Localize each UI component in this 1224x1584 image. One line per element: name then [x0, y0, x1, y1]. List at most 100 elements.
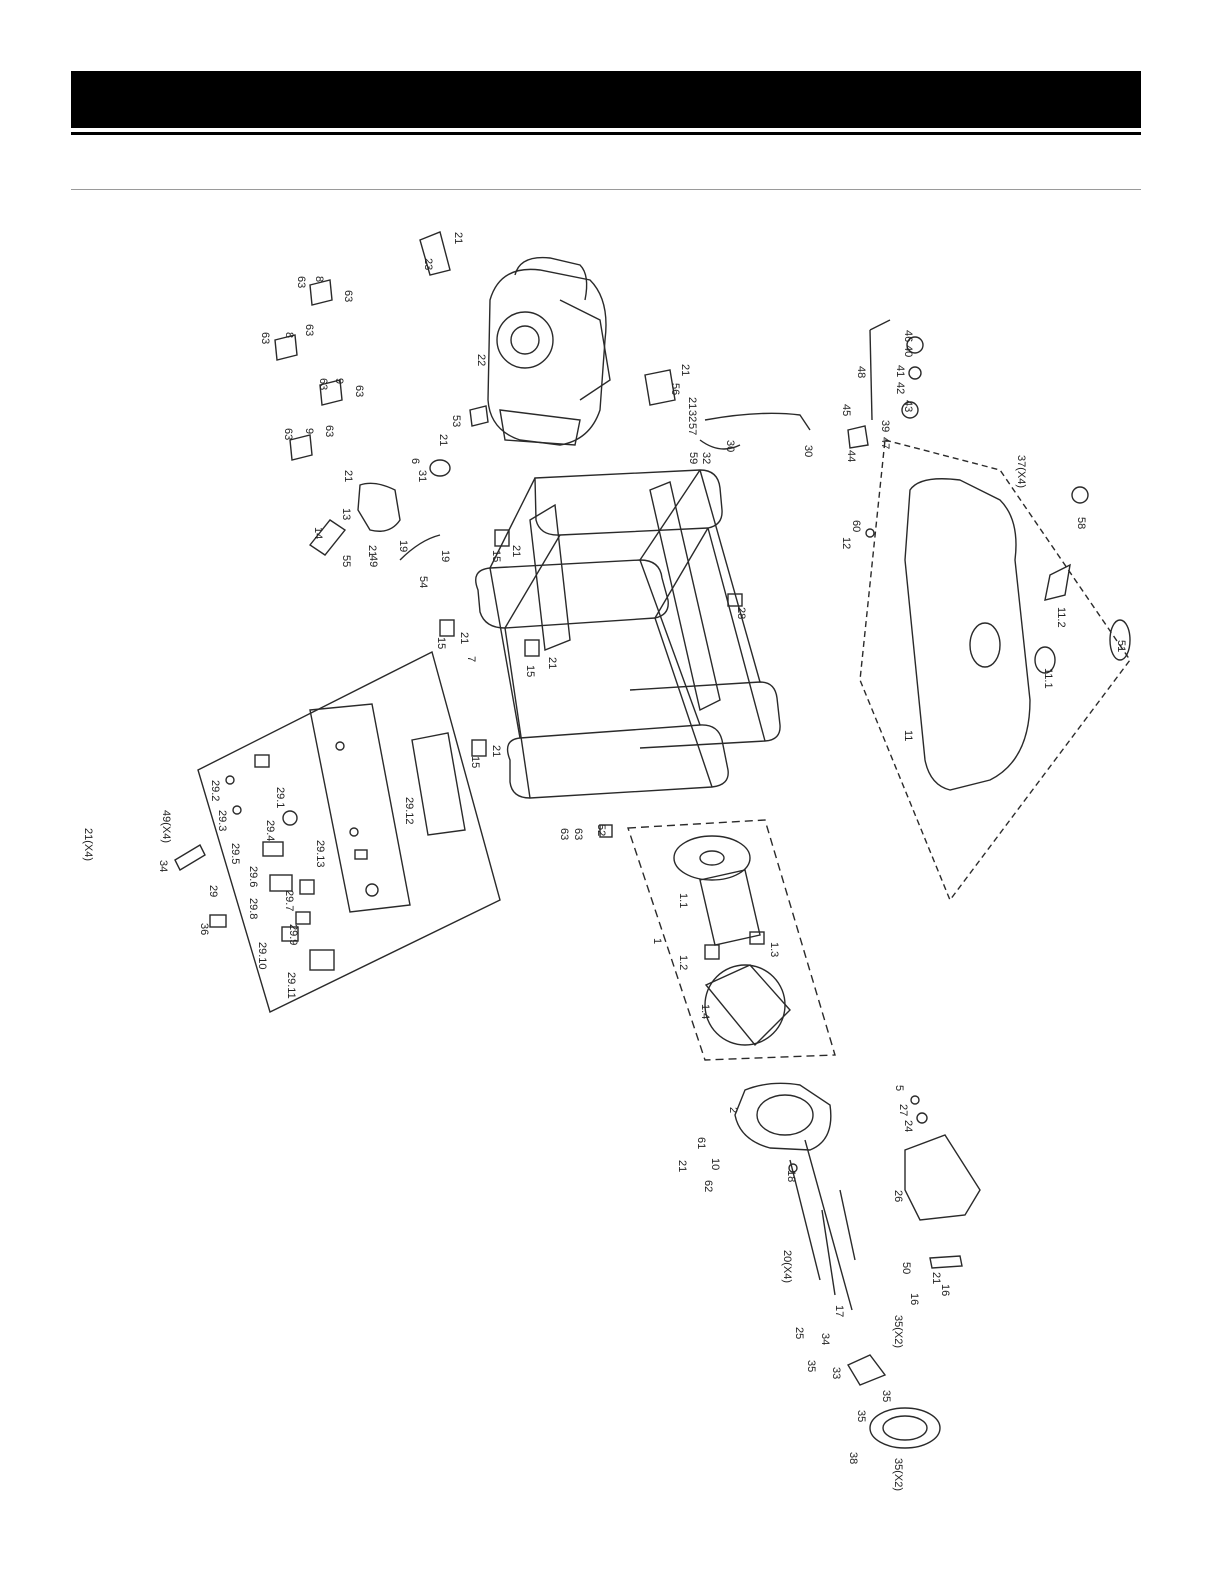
- header-title-bar: [71, 71, 1141, 128]
- part-label-l_32a: 32: [686, 410, 698, 422]
- end-cover: [904, 1095, 981, 1221]
- part-label-l_29_12: 29.12: [403, 797, 415, 825]
- diagram-linework: [174, 231, 1131, 1449]
- part-label-l_34: 34: [157, 860, 169, 872]
- part-label-l_29_13: 29.13: [314, 840, 326, 868]
- part-label-l_48: 48: [855, 366, 867, 378]
- part-label-l_14: 14: [312, 527, 324, 539]
- part-label-l_21l: 21: [930, 1272, 942, 1284]
- part-label-l_29_9: 29.9: [287, 924, 299, 945]
- part-label-l_59: 59: [687, 452, 699, 464]
- end-cap: [846, 1255, 963, 1449]
- part-label-l_21b: 21: [437, 434, 449, 446]
- part-label-l_39: 39: [879, 420, 891, 432]
- part-label-l_28: 28: [735, 607, 747, 619]
- part-label-l_16b: 16: [908, 1293, 920, 1305]
- part-label-l_36: 36: [198, 923, 210, 935]
- part-label-l_15d: 15: [469, 756, 481, 768]
- part-label-l_21f: 21: [679, 364, 691, 376]
- part-label-l_13: 13: [340, 508, 352, 520]
- alternator-group: [627, 819, 836, 1061]
- part-label-l_32b: 32: [700, 452, 712, 464]
- section-divider: [71, 189, 1141, 190]
- part-label-l_9a: 9: [333, 378, 345, 384]
- part-label-l_29_10: 29.10: [256, 942, 268, 970]
- part-label-l_1_3: 1.3: [768, 942, 780, 957]
- part-label-l_6: 6: [409, 458, 421, 464]
- part-label-l_17: 17: [833, 1305, 845, 1317]
- part-label-l_43: 43: [902, 400, 914, 412]
- engine-assembly: [487, 256, 611, 446]
- part-label-l_46: 46: [902, 330, 914, 342]
- small-parts: [274, 231, 924, 838]
- part-label-l_31: 31: [416, 470, 428, 482]
- part-label-l_44: 44: [845, 450, 857, 462]
- part-label-l_29_5: 29.5: [229, 843, 241, 864]
- part-label-l_21c: 21: [342, 470, 354, 482]
- part-label-l_21x4: 21(X4): [82, 828, 94, 861]
- part-label-l_21h: 21: [458, 632, 470, 644]
- part-label-l_53: 53: [450, 415, 462, 427]
- part-label-l_20: 20(X4): [781, 1250, 793, 1283]
- part-label-l_23: 23: [422, 258, 434, 270]
- part-label-l_11: 11: [902, 730, 914, 741]
- part-label-l_1_2: 1.2: [677, 955, 689, 970]
- part-label-l_63j: 63: [558, 828, 570, 840]
- part-label-l_35x2a: 35(X2): [892, 1315, 904, 1348]
- part-label-l_18: 18: [785, 1170, 797, 1182]
- part-label-l_21e: 21: [510, 545, 522, 557]
- part-label-l_38: 38: [847, 1452, 859, 1464]
- part-label-l_35c: 35: [855, 1410, 867, 1422]
- part-label-l_29_2: 29.2: [209, 780, 221, 801]
- part-label-l_21i: 21: [546, 657, 558, 669]
- part-label-l_15a: 15: [490, 550, 502, 562]
- part-label-l_63f: 63: [353, 385, 365, 397]
- header-rule: [71, 132, 1141, 135]
- part-label-l_29_1: 29.1: [274, 787, 286, 808]
- part-label-l_63h: 63: [323, 425, 335, 437]
- part-label-l_29_6: 29.6: [247, 866, 259, 887]
- rear-housing: [734, 1082, 832, 1173]
- part-label-l_51: 51: [1115, 640, 1127, 652]
- part-label-l_56: 56: [669, 383, 681, 395]
- part-label-l_29_4: 29.4: [264, 820, 276, 841]
- part-label-l_63d: 63: [259, 332, 271, 344]
- fuel-tank: [859, 439, 1131, 902]
- part-label-l_49x4: 49(X4): [160, 810, 172, 843]
- part-label-l_63b: 63: [342, 290, 354, 302]
- part-label-l_29_7: 29.7: [283, 890, 295, 911]
- part-label-l_16a: 16: [939, 1284, 951, 1296]
- part-label-l_29: 29: [207, 885, 219, 897]
- part-label-l_63e: 63: [317, 378, 329, 390]
- part-label-l_35a: 35: [805, 1360, 817, 1372]
- part-label-l_29_11: 29.11: [285, 972, 297, 999]
- part-label-l_63a: 63: [295, 276, 307, 288]
- through-bolts: [789, 1139, 856, 1311]
- part-label-l_8b: 8: [283, 332, 295, 338]
- part-label-l_1_1: 1.1: [677, 893, 689, 908]
- part-label-l_1: 1: [651, 938, 663, 944]
- part-label-l_52: 52: [595, 824, 607, 836]
- part-label-l_27: 27: [897, 1104, 909, 1116]
- part-label-l_7: 7: [465, 656, 477, 662]
- part-label-l_61: 61: [695, 1137, 707, 1149]
- part-label-l_45: 45: [840, 404, 852, 416]
- part-label-l_21d: 21: [366, 545, 378, 557]
- control-panel-group: [174, 650, 501, 1013]
- part-label-l_47: 47: [879, 437, 891, 449]
- part-label-l_15b: 15: [435, 637, 447, 649]
- part-label-l_37: 37(X4): [1015, 455, 1027, 488]
- part-label-l_54: 54: [417, 576, 429, 588]
- part-label-l_33: 33: [830, 1367, 842, 1379]
- part-label-l_10: 10: [709, 1158, 721, 1170]
- part-label-l_11_1: 11.1: [1042, 668, 1054, 689]
- part-label-l_63c: 63: [303, 324, 315, 336]
- part-label-l_41: 41: [894, 365, 906, 377]
- part-label-l_35x2b: 35(X2): [892, 1458, 904, 1491]
- part-label-l_5: 5: [893, 1085, 905, 1091]
- part-label-l_50: 50: [900, 1262, 912, 1274]
- part-label-l_30a: 30: [724, 440, 736, 452]
- part-label-l_29_3: 29.3: [216, 810, 228, 831]
